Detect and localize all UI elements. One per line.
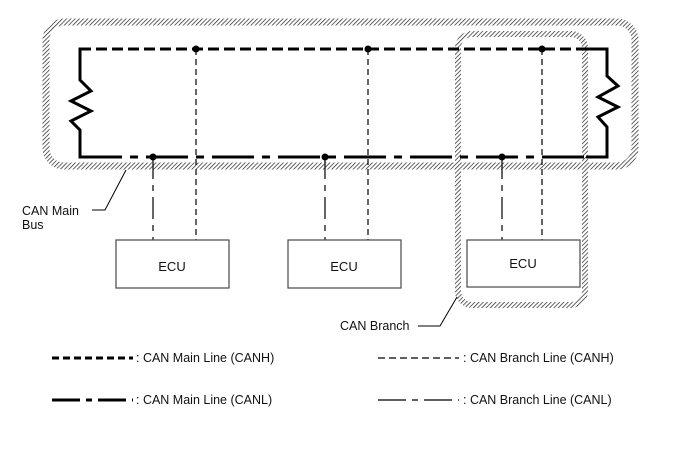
ecu-3: ECU bbox=[466, 239, 581, 288]
legend-item-main-canl: : CAN Main Line (CANL) bbox=[52, 393, 272, 407]
legend-text-main-canh: : CAN Main Line (CANH) bbox=[136, 351, 274, 365]
legend-item-branch-canl: : CAN Branch Line (CANL) bbox=[378, 393, 612, 407]
can-branch-outline bbox=[455, 31, 588, 308]
legend-text-branch-canh: : CAN Branch Line (CANH) bbox=[463, 351, 614, 365]
legend-text-branch-canl: : CAN Branch Line (CANL) bbox=[463, 393, 612, 407]
right-terminating-resistor bbox=[586, 47, 622, 159]
can-branch-label: CAN Branch bbox=[340, 319, 410, 333]
can-main-bus-label-line2: Bus bbox=[22, 218, 44, 232]
can-main-bus-label-line1: CAN Main bbox=[22, 204, 79, 218]
ecu-1: ECU bbox=[115, 239, 230, 289]
ecu-1-label: ECU bbox=[158, 259, 185, 274]
left-terminating-resistor bbox=[67, 47, 95, 159]
can-branch-callout: CAN Branch bbox=[340, 296, 458, 333]
ecu-2: ECU bbox=[287, 239, 402, 289]
legend-text-main-canl: : CAN Main Line (CANL) bbox=[136, 393, 272, 407]
legend-item-branch-canh: : CAN Branch Line (CANH) bbox=[378, 351, 614, 365]
can-main-bus-callout: CAN Main Bus bbox=[22, 169, 127, 232]
ecu-2-label: ECU bbox=[330, 259, 357, 274]
legend: : CAN Main Line (CANH) : CAN Main Line (… bbox=[52, 351, 614, 407]
can-main-bus-outline bbox=[42, 18, 639, 170]
ecu-3-label: ECU bbox=[509, 256, 536, 271]
legend-item-main-canh: : CAN Main Line (CANH) bbox=[52, 351, 274, 365]
